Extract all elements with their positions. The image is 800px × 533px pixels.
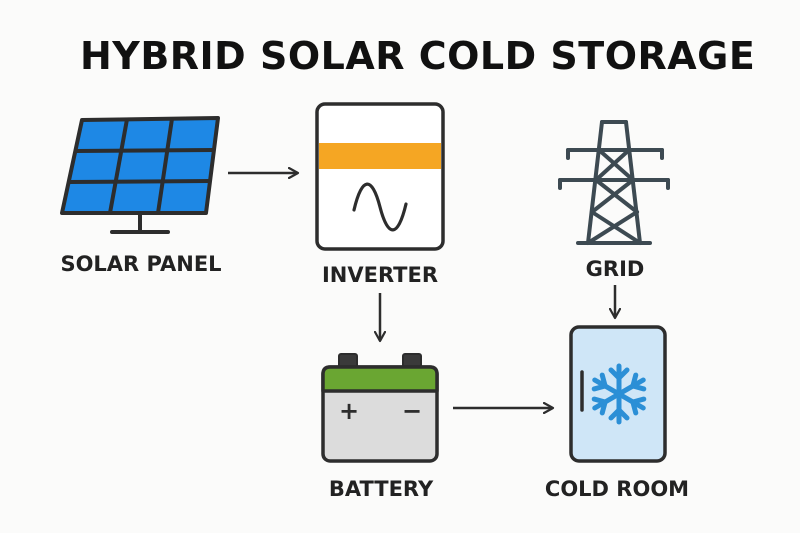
snowflake-icon — [591, 363, 647, 422]
battery-icon: + − — [321, 353, 439, 463]
solar-panel-label: SOLAR PANEL — [60, 252, 222, 276]
cold-room-icon — [569, 325, 667, 463]
grid-label: GRID — [585, 257, 645, 281]
inverter-icon — [315, 102, 445, 251]
page-title: HYBRID SOLAR COLD STORAGE — [80, 34, 756, 78]
inverter-label: INVERTER — [321, 263, 439, 287]
power-tower-icon — [558, 120, 670, 245]
battery-plus-sign: + — [339, 397, 359, 425]
battery-label: BATTERY — [328, 477, 434, 501]
battery-minus-sign: − — [402, 397, 422, 425]
cold-room-label: COLD ROOM — [544, 477, 690, 501]
solar-panel-icon — [60, 116, 220, 234]
